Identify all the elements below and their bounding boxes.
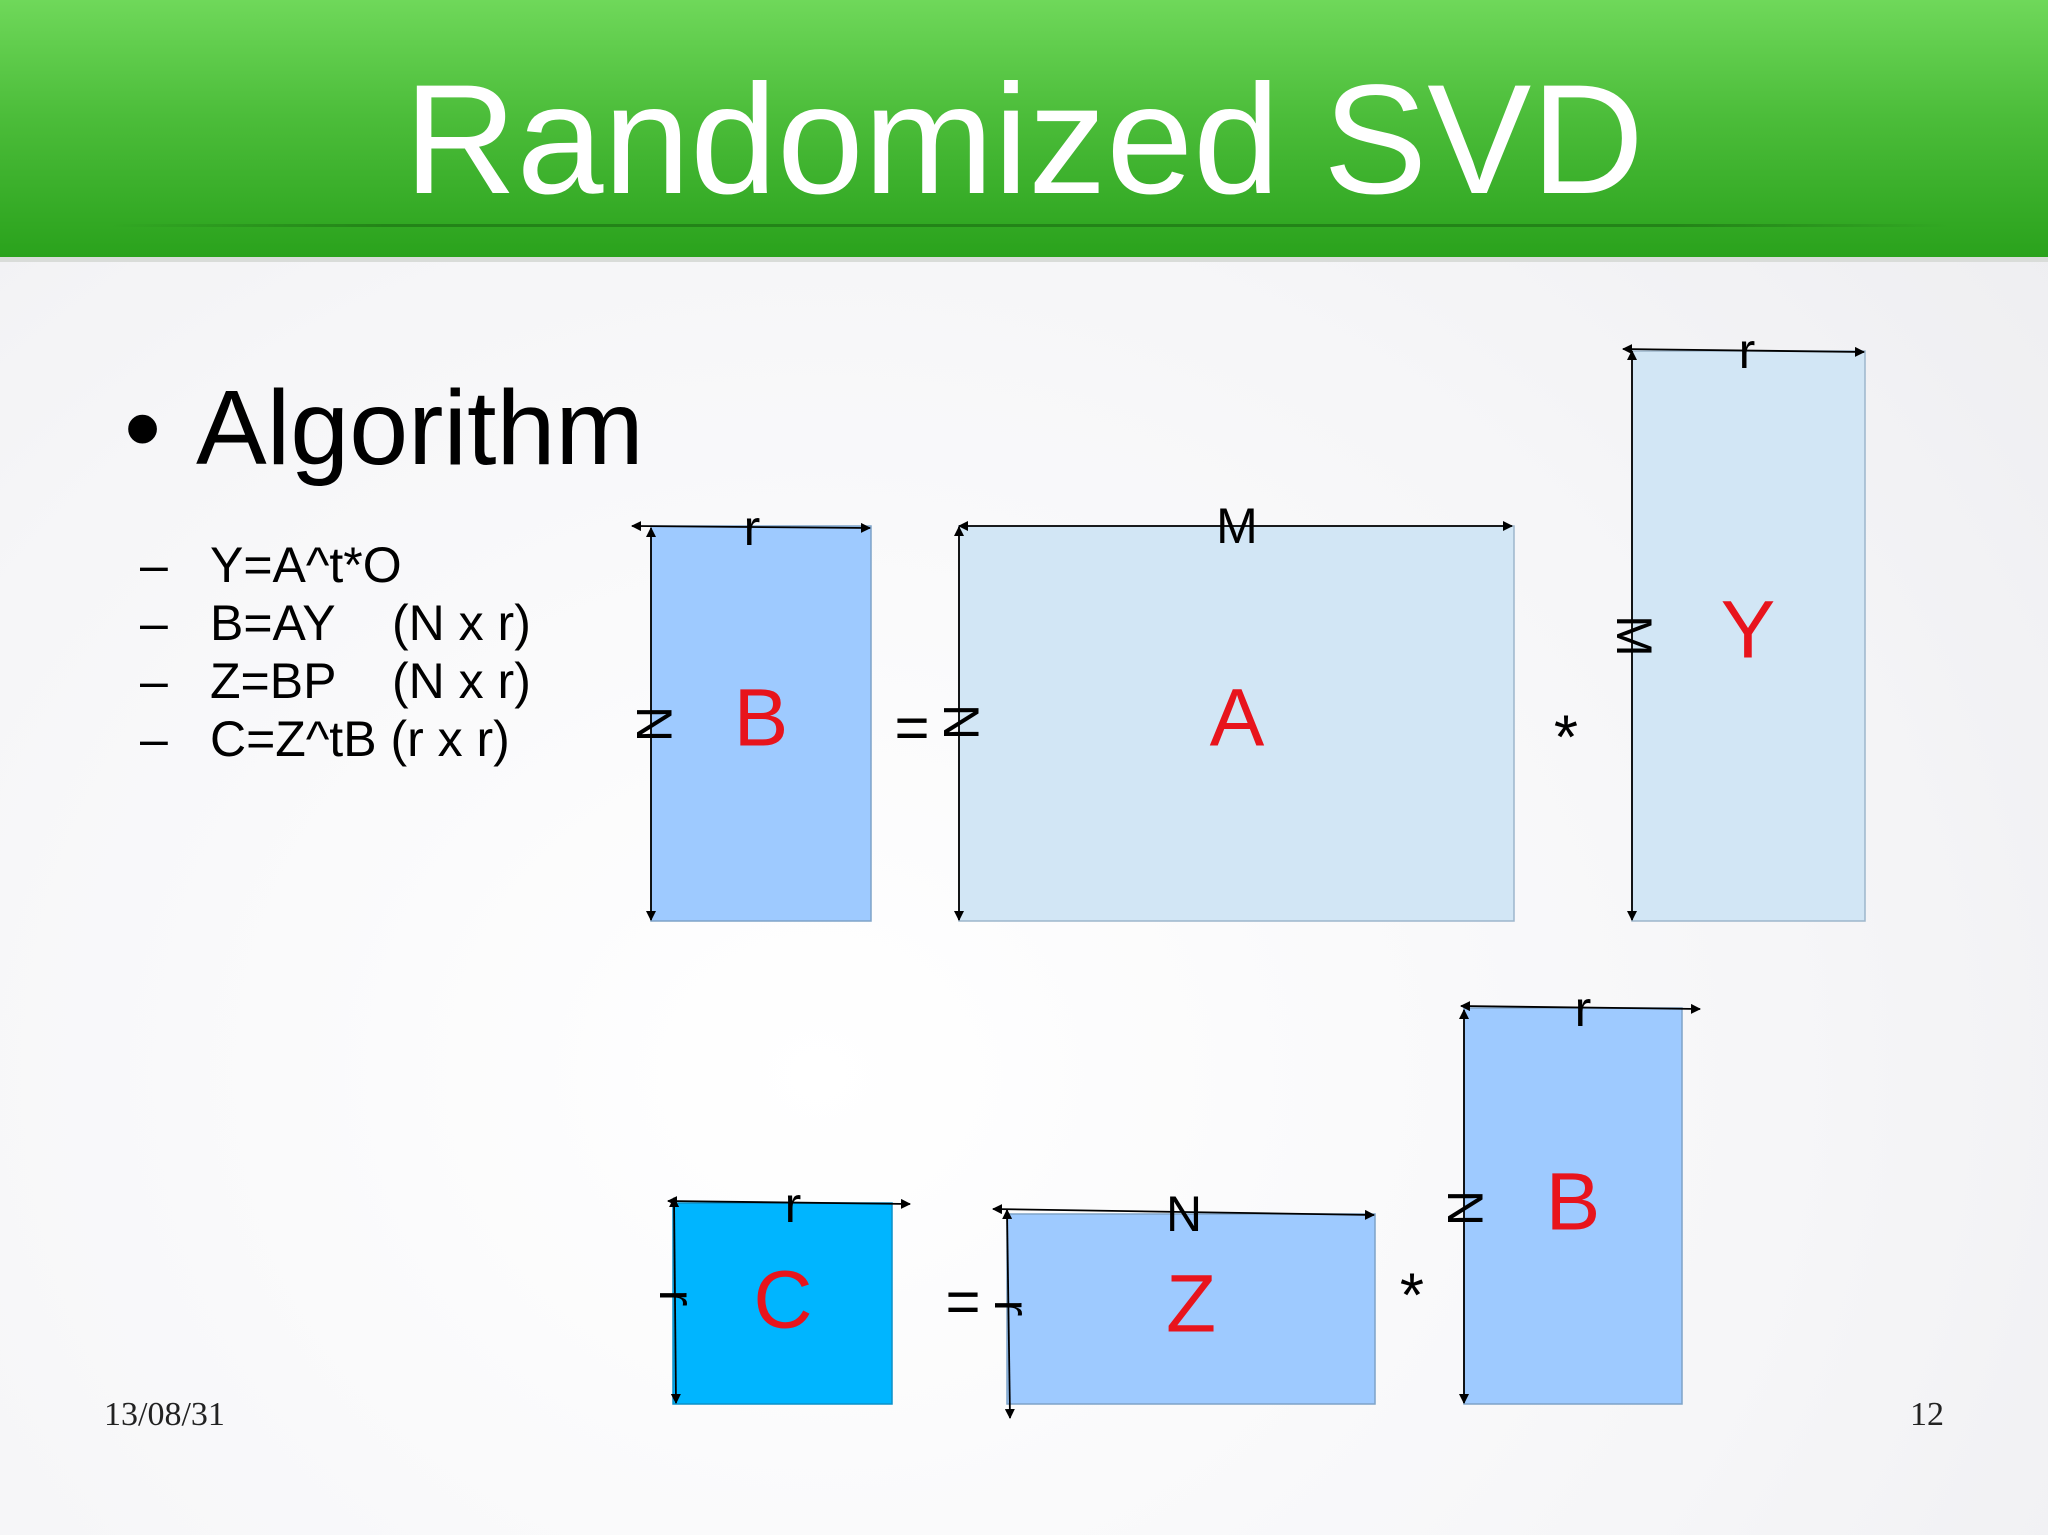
equals-sign-row2: = — [945, 1268, 980, 1335]
bullet-heading: • Algorithm — [124, 368, 644, 488]
title-underline — [110, 224, 1950, 227]
times-sign-row2: * — [1400, 1261, 1424, 1330]
step-dimension: (N x r) — [392, 595, 531, 651]
matrix-y-rect — [1631, 350, 1866, 922]
step-expression: B=AY — [210, 595, 336, 651]
matrix-b-row2-letter: B — [1546, 1157, 1601, 1248]
matrix-b-row2: r N B — [1437, 981, 1701, 1405]
matrix-b-row2-height-label: N — [1437, 1190, 1493, 1226]
step-dash: – — [140, 653, 168, 709]
matrix-b-row2-width-label: r — [1575, 981, 1592, 1037]
matrix-z: N r Z — [984, 1186, 1376, 1419]
matrix-b-row1-width-arrow — [631, 521, 871, 533]
step-dash: – — [140, 595, 168, 651]
matrix-y-width-arrow — [1622, 344, 1865, 357]
equals-sign-row1: = — [894, 694, 929, 761]
matrix-z-width-arrow — [992, 1204, 1375, 1220]
matrix-y-height-label: M — [1606, 615, 1662, 657]
title-bar: Randomized SVD — [0, 0, 2048, 262]
matrix-a: M N A — [933, 498, 1515, 922]
matrix-z-height-arrow — [1002, 1209, 1015, 1419]
matrix-b-row2-rect — [1463, 1007, 1683, 1405]
bullet-text: Algorithm — [196, 369, 644, 487]
slide-title: Randomized SVD — [404, 53, 1644, 227]
matrix-c-letter: C — [753, 1255, 812, 1346]
matrix-c-height-label: r — [649, 1290, 705, 1307]
matrix-c-width-arrow — [667, 1196, 911, 1209]
step-expression: Z=BP — [210, 653, 337, 709]
bullet-dot-icon: • — [124, 369, 162, 487]
matrix-c-height-arrow — [669, 1197, 681, 1404]
matrix-y-width-label: r — [1739, 323, 1756, 379]
matrix-z-rect — [1006, 1213, 1376, 1405]
matrix-y: r M Y — [1606, 323, 1866, 922]
matrix-b-row1: r N B — [626, 500, 872, 922]
matrix-a-height-label: N — [933, 704, 989, 740]
footer-date: 13/08/31 — [104, 1396, 225, 1433]
times-sign-row1: * — [1554, 703, 1578, 772]
matrix-a-rect — [958, 525, 1515, 922]
matrix-a-width-label: M — [1216, 498, 1258, 554]
matrix-z-height-label: r — [984, 1300, 1040, 1317]
matrix-y-letter: Y — [1721, 585, 1776, 676]
page-number: 12 — [1910, 1396, 1944, 1433]
matrix-z-width-label: N — [1166, 1186, 1202, 1242]
matrix-z-letter: Z — [1166, 1259, 1216, 1350]
step-dimension: (N x r) — [392, 653, 531, 709]
step-dash: – — [140, 537, 168, 593]
matrix-c: r r C — [649, 1177, 911, 1405]
matrix-b-row1-letter: B — [734, 673, 789, 764]
step-dash: – — [140, 711, 168, 767]
matrix-c-rect — [672, 1202, 893, 1405]
matrix-b-row1-height-label: N — [626, 706, 682, 742]
matrix-b-row1-rect — [650, 525, 872, 922]
matrix-b-row2-width-arrow — [1460, 1001, 1701, 1014]
matrix-b-row1-width-label: r — [744, 500, 761, 556]
matrix-c-width-label: r — [785, 1177, 802, 1233]
matrix-a-letter: A — [1210, 673, 1265, 764]
step-expression: Y=A^t*O — [210, 537, 402, 593]
step-expression: C=Z^tB (r x r) — [210, 711, 510, 767]
